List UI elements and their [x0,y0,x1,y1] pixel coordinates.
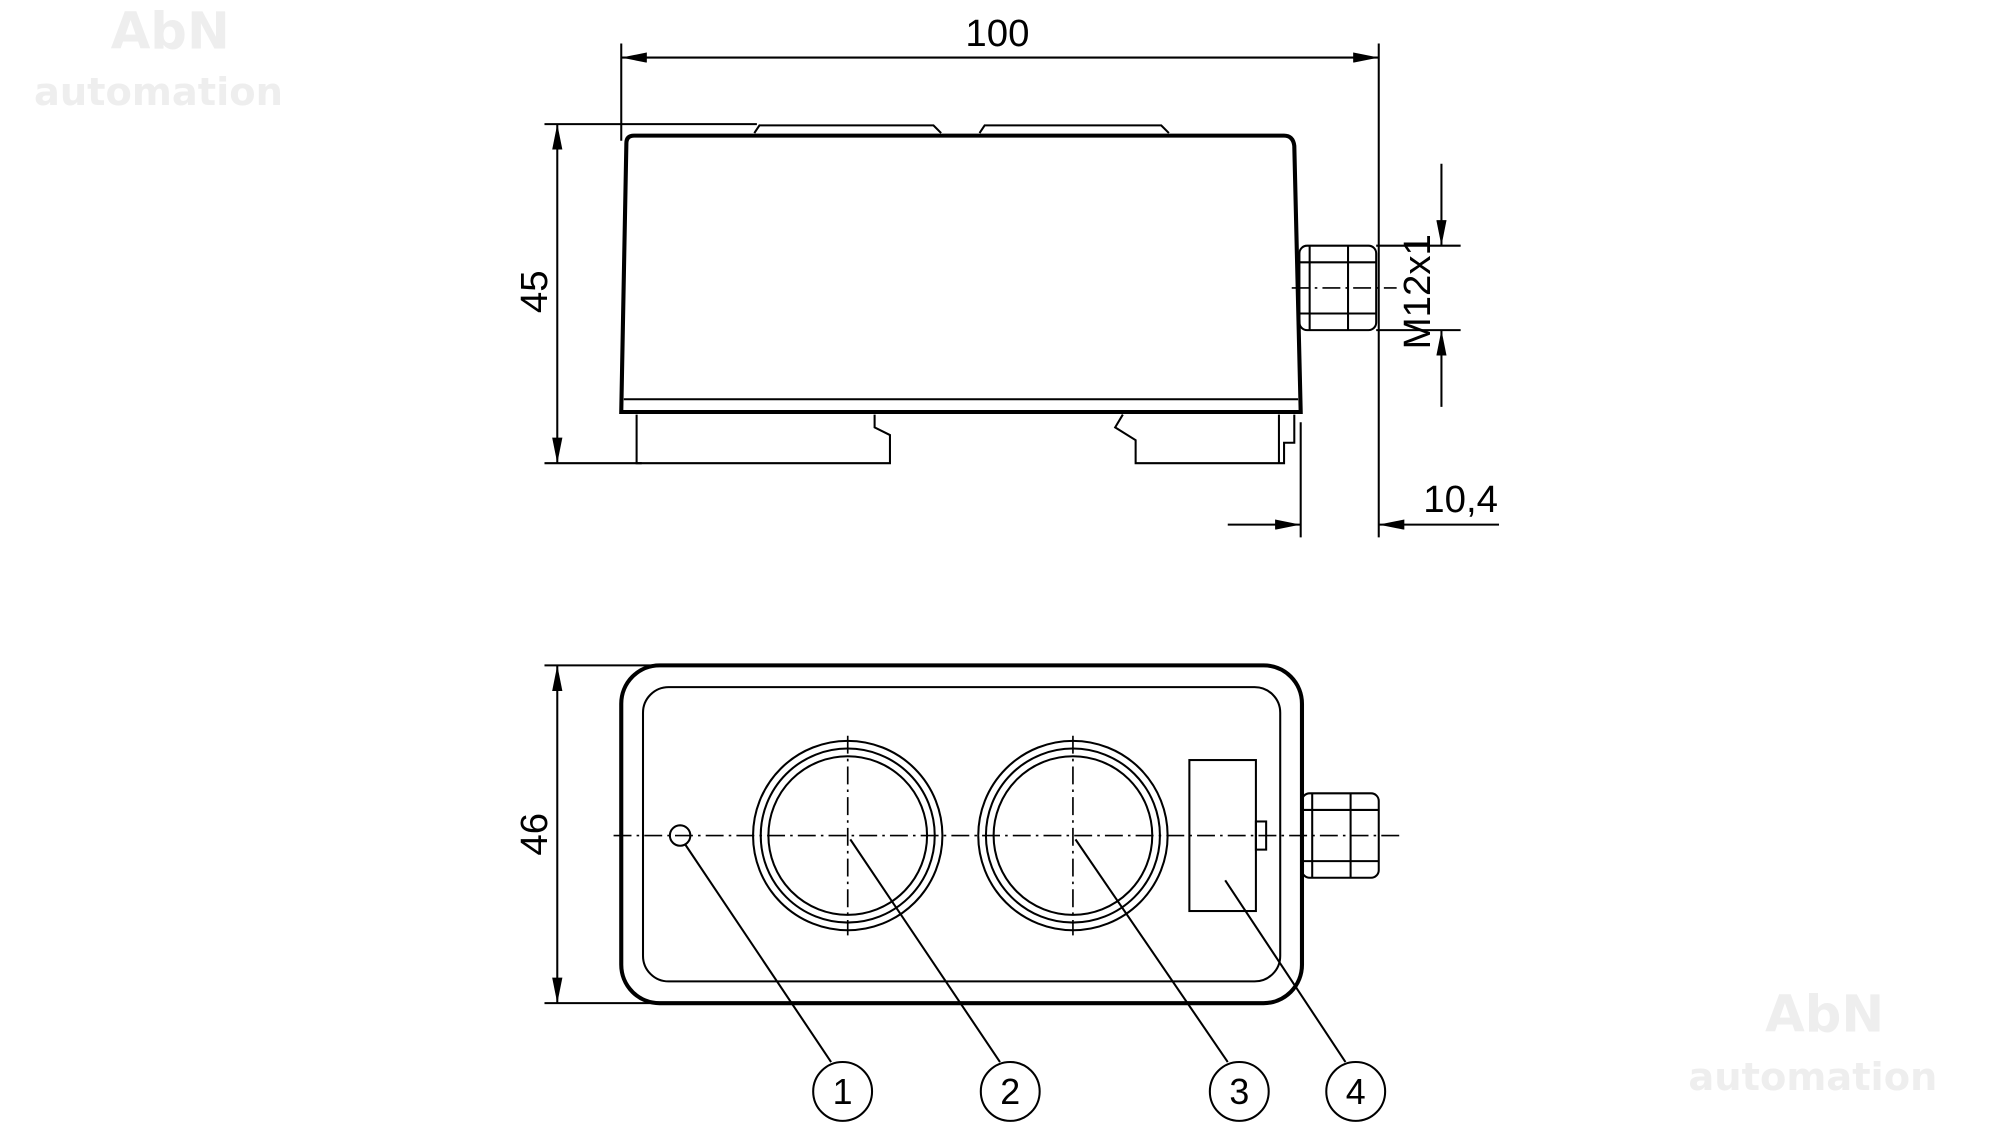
callout-label: 2 [1000,1072,1020,1112]
callout-2: 2 [849,838,1041,1122]
watermark-brand: AbN [111,2,230,62]
dimension-width: 100 [620,12,1380,538]
callout-4: 4 [1224,879,1387,1122]
dimension-thread-label: M12x1 [1396,234,1439,349]
callout-3: 3 [1074,838,1270,1122]
watermark-brand: AbN [1765,984,1884,1044]
callout-label: 1 [833,1072,853,1112]
callout-label: 3 [1229,1072,1249,1112]
side-view [619,124,1397,465]
dimension-height-side-label: 45 [513,270,556,313]
callout-label: 4 [1346,1072,1366,1112]
dimension-height-side: 45 [513,123,757,465]
callout-1: 1 [684,843,874,1122]
dimension-height-top: 46 [513,664,655,1005]
top-view [613,663,1402,1006]
dimension-height-top-label: 46 [513,813,556,856]
dimension-connector-offset: 10,4 [1227,422,1500,538]
dimension-thread: M12x1 [1376,163,1461,407]
dimension-width-label: 100 [965,12,1029,55]
watermark-sub: automation [34,70,283,115]
watermark-top-left: AbN automation [34,2,283,115]
watermark-sub: automation [1688,1055,1937,1100]
dimension-connector-offset-label: 10,4 [1423,478,1498,521]
watermark-bottom-right: AbN automation [1688,984,1937,1100]
